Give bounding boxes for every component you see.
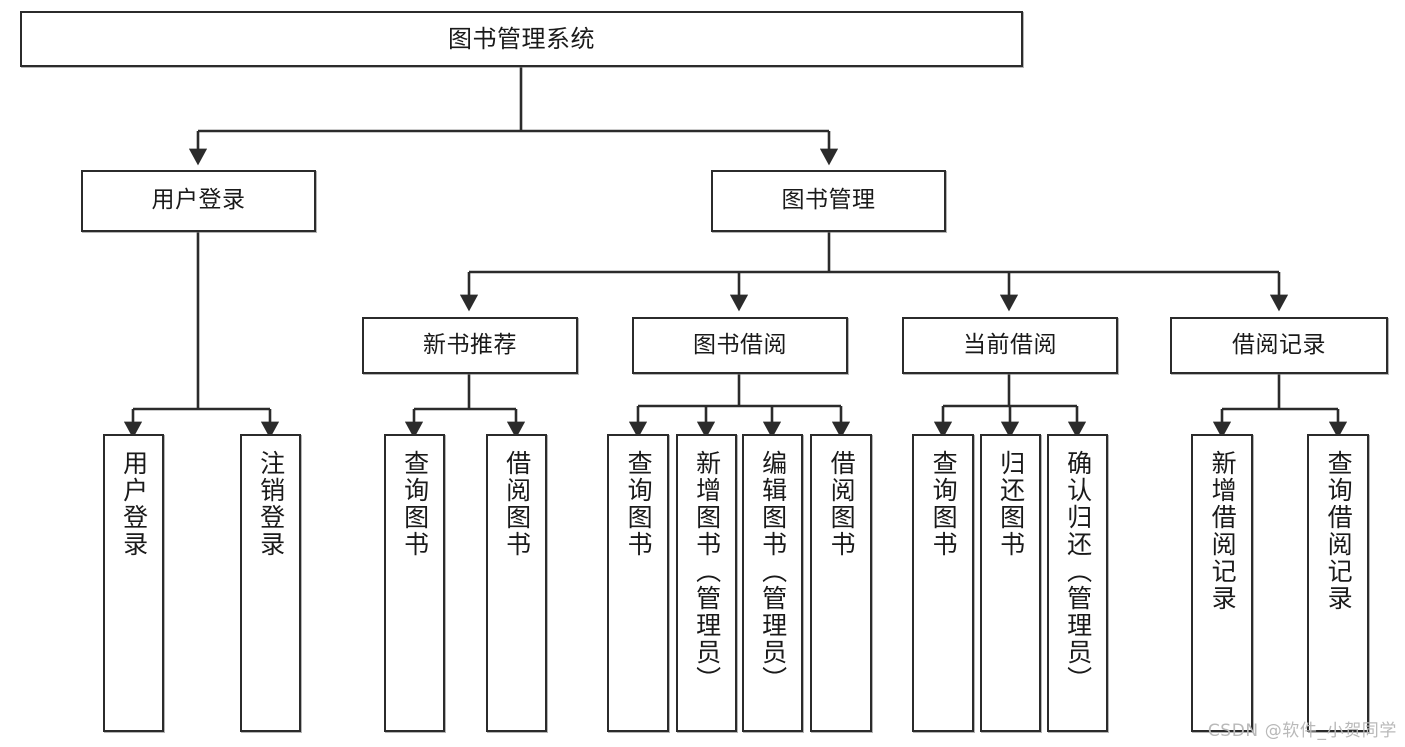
node-book-borrow[interactable]: 图书借阅 <box>632 317 848 374</box>
csdn-watermark: CSDN @软件_小贺同学 <box>1207 721 1397 741</box>
node-leaf-edit-book[interactable]: 编辑图书（管理员） <box>742 434 803 732</box>
node-leaf-query-book-2[interactable]: 查询图书 <box>607 434 669 732</box>
node-leaf-logout[interactable]: 注销登录 <box>240 434 301 732</box>
node-leaf-return-book[interactable]: 归还图书 <box>980 434 1041 732</box>
node-book-manage[interactable]: 图书管理 <box>711 170 946 232</box>
node-leaf-confirm-return[interactable]: 确认归还（管理员） <box>1047 434 1108 732</box>
node-user-login[interactable]: 用户登录 <box>81 170 316 232</box>
node-new-book-recommend[interactable]: 新书推荐 <box>362 317 578 374</box>
node-leaf-add-book[interactable]: 新增图书（管理员） <box>676 434 737 732</box>
node-root-label: 图书管理系统 <box>448 24 595 53</box>
node-leaf-borrow-book-2[interactable]: 借阅图书 <box>810 434 872 732</box>
node-user-login-label: 用户登录 <box>151 187 246 214</box>
node-leaf-user-login[interactable]: 用户登录 <box>103 434 164 732</box>
node-borrow-record[interactable]: 借阅记录 <box>1170 317 1388 374</box>
node-leaf-borrow-book-1[interactable]: 借阅图书 <box>486 434 547 732</box>
node-book-borrow-label: 图书借阅 <box>693 331 787 358</box>
node-borrow-record-label: 借阅记录 <box>1232 331 1326 358</box>
node-root[interactable]: 图书管理系统 <box>20 11 1023 67</box>
node-leaf-return-book-label: 归还图书 <box>996 450 1026 558</box>
node-leaf-query-book-1-label: 查询图书 <box>400 450 430 558</box>
node-leaf-logout-label: 注销登录 <box>256 450 286 558</box>
node-leaf-user-login-label: 用户登录 <box>119 450 149 558</box>
node-leaf-query-book-3-label: 查询图书 <box>929 450 959 558</box>
node-leaf-edit-book-label: 编辑图书（管理员） <box>758 450 788 693</box>
node-current-borrow[interactable]: 当前借阅 <box>902 317 1118 374</box>
node-current-borrow-label: 当前借阅 <box>963 331 1057 358</box>
node-leaf-query-book-2-label: 查询图书 <box>624 450 654 558</box>
node-leaf-query-book-1[interactable]: 查询图书 <box>384 434 445 732</box>
node-leaf-add-book-label: 新增图书（管理员） <box>692 450 722 693</box>
node-leaf-borrow-book-1-label: 借阅图书 <box>502 450 532 558</box>
node-new-book-recommend-label: 新书推荐 <box>423 331 517 358</box>
node-leaf-query-book-3[interactable]: 查询图书 <box>912 434 974 732</box>
node-leaf-query-record[interactable]: 查询借阅记录 <box>1307 434 1369 732</box>
node-leaf-query-record-label: 查询借阅记录 <box>1324 450 1354 612</box>
node-leaf-add-record-label: 新增借阅记录 <box>1208 450 1238 612</box>
node-leaf-add-record[interactable]: 新增借阅记录 <box>1191 434 1253 732</box>
node-book-manage-label: 图书管理 <box>781 187 876 214</box>
node-leaf-borrow-book-2-label: 借阅图书 <box>827 450 857 558</box>
node-leaf-confirm-return-label: 确认归还（管理员） <box>1063 450 1093 693</box>
